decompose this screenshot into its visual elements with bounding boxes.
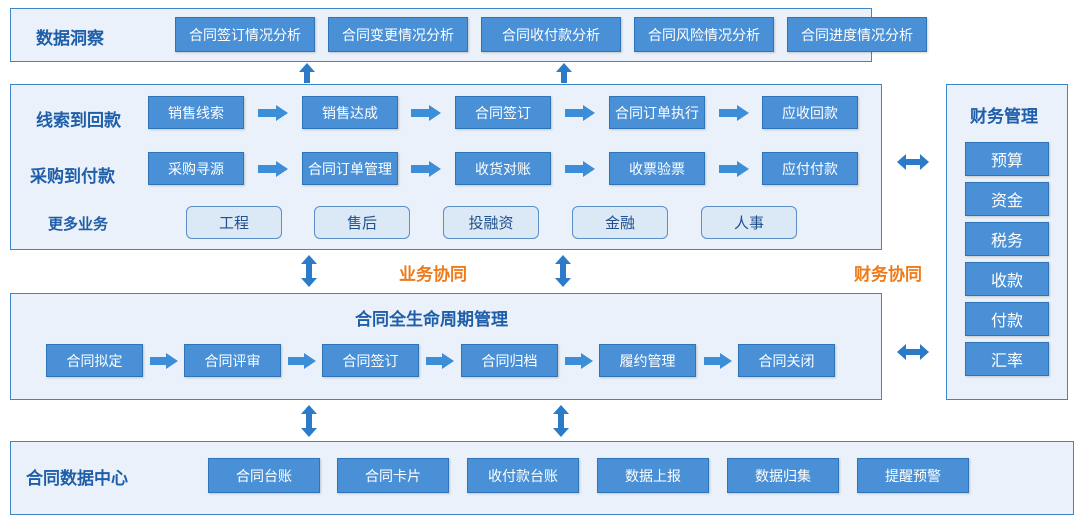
arrow-right-icon [426,353,454,369]
step-payable[interactable]: 应付付款 [762,152,858,185]
arrow-right-icon [411,105,441,121]
finance-funds[interactable]: 资金 [965,182,1049,216]
insight-title: 数据洞察 [36,29,104,49]
arrow-leftright-icon [897,344,929,360]
stage-fulfillment[interactable]: 履约管理 [599,344,696,377]
arrow-right-icon [411,161,441,177]
finance-payment[interactable]: 付款 [965,302,1049,336]
step-sales-deal[interactable]: 销售达成 [302,96,398,129]
more-hr[interactable]: 人事 [701,206,797,239]
insight-item-progress[interactable]: 合同进度情况分析 [787,17,927,52]
finance-title: 财务管理 [970,107,1038,127]
more-after-sales[interactable]: 售后 [314,206,410,239]
finance-collab-label: 财务协同 [854,265,922,285]
data-payment-ledger[interactable]: 收付款台账 [467,458,579,493]
arrow-right-icon [565,353,593,369]
arrow-right-icon [565,161,595,177]
more-investment[interactable]: 投融资 [443,206,539,239]
arrow-right-icon [258,161,288,177]
arrow-right-icon [565,105,595,121]
finance-tax[interactable]: 税务 [965,222,1049,256]
step-sales-lead[interactable]: 销售线索 [148,96,244,129]
data-contract-card[interactable]: 合同卡片 [337,458,449,493]
arrow-right-icon [719,105,749,121]
procure-to-pay-title: 采购到付款 [30,167,115,187]
arrow-right-icon [719,161,749,177]
arrow-leftright-icon [897,154,929,170]
arrow-up-icon [299,63,315,83]
data-alert[interactable]: 提醒预警 [857,458,969,493]
data-collect[interactable]: 数据归集 [727,458,839,493]
step-receivable[interactable]: 应收回款 [762,96,858,129]
stage-sign[interactable]: 合同签订 [322,344,419,377]
step-invoice-check[interactable]: 收票验票 [609,152,705,185]
step-receipt-reconcile[interactable]: 收货对账 [455,152,551,185]
step-contract-sign[interactable]: 合同签订 [455,96,551,129]
data-contract-ledger[interactable]: 合同台账 [208,458,320,493]
lifecycle-title: 合同全生命周期管理 [355,310,508,330]
more-finance[interactable]: 金融 [572,206,668,239]
step-order-execution[interactable]: 合同订单执行 [609,96,705,129]
finance-exchange-rate[interactable]: 汇率 [965,342,1049,376]
data-report[interactable]: 数据上报 [597,458,709,493]
arrow-right-icon [150,353,178,369]
arrow-right-icon [288,353,316,369]
insight-item-change[interactable]: 合同变更情况分析 [328,17,468,52]
business-collab-label: 业务协同 [399,265,467,285]
finance-budget[interactable]: 预算 [965,142,1049,176]
arrow-updown-icon [301,405,317,437]
arrow-right-icon [258,105,288,121]
arrow-updown-icon [555,255,571,287]
step-procurement-sourcing[interactable]: 采购寻源 [148,152,244,185]
more-engineering[interactable]: 工程 [186,206,282,239]
stage-archive[interactable]: 合同归档 [461,344,558,377]
finance-collection[interactable]: 收款 [965,262,1049,296]
arrow-right-icon [704,353,732,369]
arrow-updown-icon [553,405,569,437]
arrow-updown-icon [301,255,317,287]
more-business-title: 更多业务 [48,215,109,233]
lifecycle-panel [10,293,882,400]
stage-draft[interactable]: 合同拟定 [46,344,143,377]
datacenter-title: 合同数据中心 [26,469,128,489]
stage-close[interactable]: 合同关闭 [738,344,835,377]
step-order-management[interactable]: 合同订单管理 [302,152,398,185]
insight-item-payment[interactable]: 合同收付款分析 [481,17,621,52]
insight-item-risk[interactable]: 合同风险情况分析 [634,17,774,52]
insight-item-signing[interactable]: 合同签订情况分析 [175,17,315,52]
lead-to-cash-title: 线索到回款 [36,111,121,131]
arrow-up-icon [556,63,572,83]
stage-review[interactable]: 合同评审 [184,344,281,377]
